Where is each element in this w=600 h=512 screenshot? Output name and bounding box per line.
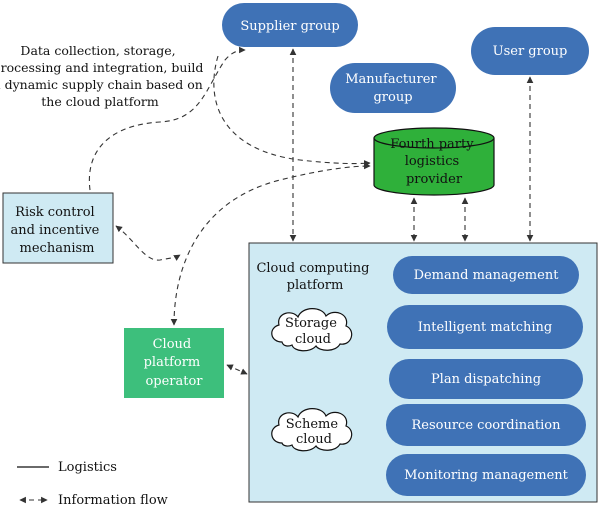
- flow-operator-provider: [170, 162, 371, 326]
- module-plan-dispatching: Plan dispatching: [389, 359, 583, 399]
- flow-risk-supplier: [88, 46, 246, 191]
- legend-logistics-label: Logistics: [58, 460, 117, 475]
- svg-text:User group: User group: [493, 44, 568, 59]
- scheme-cloud: Scheme cloud: [271, 408, 353, 452]
- svg-text:Risk control and incenti: Risk control and incentive mechanism: [10, 205, 103, 256]
- module-intelligent-matching: Intelligent matching: [387, 305, 583, 349]
- module-resource-coordination: Resource coordination: [386, 404, 586, 446]
- manufacturer-group-node: Manufacturer group: [330, 63, 456, 113]
- module-demand-management: Demand management: [393, 256, 579, 294]
- svg-text:Monitoring management: Monitoring management: [404, 468, 569, 483]
- svg-text:Plan dispatching: Plan dispatching: [431, 372, 541, 387]
- legend: Logistics Information flow: [17, 460, 168, 508]
- fourth-party-logistics-provider-node: Fourth party logistics provider: [373, 127, 495, 196]
- svg-text:Intelligent matching: Intelligent matching: [418, 320, 552, 335]
- svg-text:Cloud platform ope: Cloud platform operator: [144, 337, 205, 389]
- svg-text:Manufacturer group: Manufacturer group: [345, 72, 441, 105]
- storage-cloud: Storage cloud: [271, 308, 353, 352]
- legend-information-flow-label: Information flow: [58, 493, 168, 508]
- flow-risk-operator: [115, 225, 181, 261]
- flow-operator-platform: [226, 364, 248, 375]
- svg-text:Scheme cloud: Scheme cloud: [286, 417, 342, 447]
- risk-control-node: Risk control and incentive mechanism: [2, 192, 114, 264]
- supplier-group-node: Supplier group: [222, 3, 358, 47]
- svg-text:Fourth party logistics: Fourth party logistics provider: [390, 137, 477, 187]
- svg-text:Supplier group: Supplier group: [240, 19, 339, 34]
- module-monitoring-management: Monitoring management: [386, 454, 586, 496]
- svg-text:Demand management: Demand management: [414, 268, 560, 283]
- user-group-node: User group: [471, 27, 589, 75]
- cloud-platform-operator-node: Cloud platform operator: [124, 328, 224, 398]
- svg-text:Resource coordination: Resource coordination: [411, 418, 561, 433]
- annotation-text: Data collection, storage, processing and…: [0, 43, 207, 109]
